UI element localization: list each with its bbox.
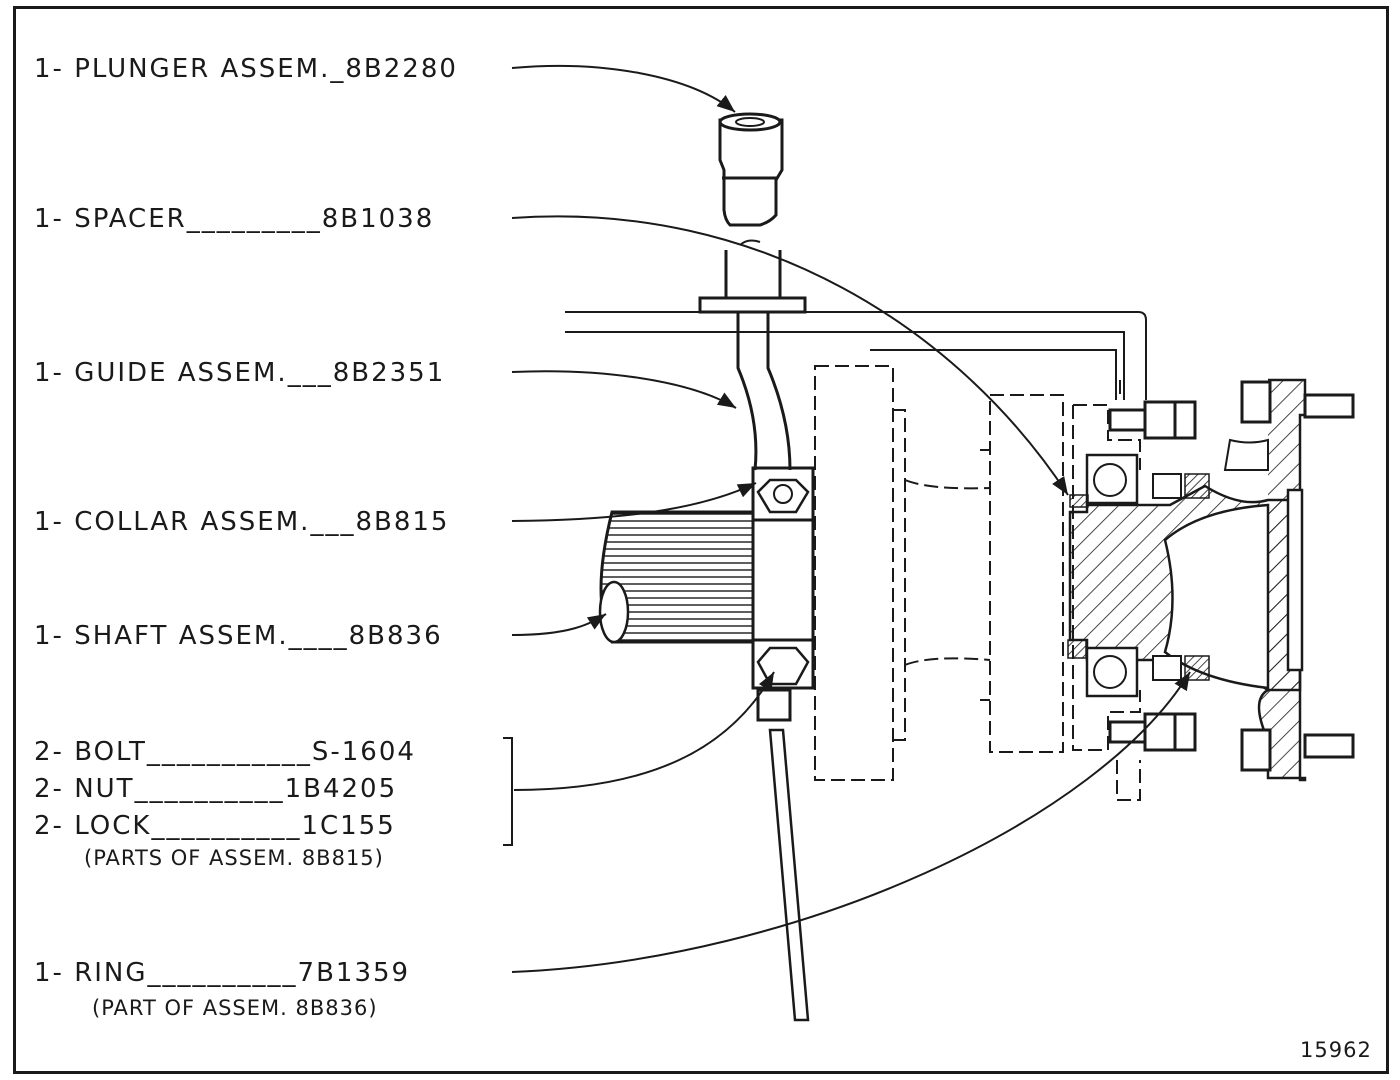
callout-qty: 1 — [34, 204, 53, 234]
hub-section — [1068, 378, 1307, 782]
callout-part: 8B2351 — [333, 358, 446, 388]
assembly-drawing — [565, 112, 1355, 1022]
callout-name: RING — [74, 958, 147, 988]
leader-lines — [511, 64, 1191, 973]
svg-text:2- NUT__________1B4205: 2- NUT__________1B4205 — [34, 774, 397, 804]
callout-qty: 1 — [34, 621, 53, 651]
ring-note: (PART OF ASSEM. 8B836) — [92, 996, 378, 1020]
drawing-frame — [13, 6, 1389, 1074]
svg-text:1- GUIDE ASSEM.___8B2351: 1- GUIDE ASSEM.___8B2351 — [34, 358, 445, 388]
callout-part: 7B1359 — [298, 958, 411, 988]
leader-guide — [511, 370, 737, 409]
callout-lock: 2- LOCK__________1C155 — [34, 811, 396, 841]
callout-part: 8B815 — [355, 507, 449, 537]
svg-text:1- PLUNGER ASSEM._8B2280: 1- PLUNGER ASSEM._8B2280 — [34, 54, 458, 84]
callout-shaft: 1- SHAFT ASSEM.____8B836 — [34, 621, 443, 651]
svg-text:1- RING__________7B1359: 1- RING__________7B1359 — [34, 958, 410, 988]
leader-spacer — [511, 215, 1069, 496]
shaft — [598, 510, 762, 644]
callout-qty: 2 — [34, 774, 53, 804]
callout-collar: 1- COLLAR ASSEM.___8B815 — [34, 507, 449, 537]
callout-plunger: 1- PLUNGER ASSEM._8B2280 — [34, 54, 458, 84]
callout-ring: 1- RING__________7B1359 — [34, 958, 410, 988]
callout-name: BOLT — [74, 737, 147, 767]
leader-collar — [511, 482, 757, 522]
callout-name: COLLAR ASSEM. — [74, 507, 310, 537]
callout-qty: 1 — [34, 507, 53, 537]
callout-qty: 1 — [34, 54, 53, 84]
callout-part: 8B2280 — [345, 54, 458, 84]
callout-name: PLUNGER ASSEM. — [74, 54, 330, 84]
callout-part: 1C155 — [301, 811, 395, 841]
callout-part: 8B836 — [349, 621, 443, 651]
flange-bolts — [1108, 380, 1355, 772]
leader-plunger — [511, 64, 736, 113]
svg-text:1- SPACER_________8B1038: 1- SPACER_________8B1038 — [34, 204, 434, 234]
svg-text:2- BOLT___________S-1604: 2- BOLT___________S-1604 — [34, 737, 416, 767]
callout-guide: 1- GUIDE ASSEM.___8B2351 — [34, 358, 445, 388]
collar — [751, 466, 815, 690]
plunger — [718, 112, 784, 227]
svg-text:1- COLLAR ASSEM.___8B815: 1- COLLAR ASSEM.___8B815 — [34, 507, 449, 537]
callout-spacer: 1- SPACER_________8B1038 — [34, 204, 434, 234]
callout-part: 1B4205 — [285, 774, 398, 804]
lower-bearing — [1067, 639, 1210, 698]
callout-qty: 1 — [34, 958, 53, 988]
pulley — [814, 365, 1064, 781]
callout-part: S-1604 — [312, 737, 416, 767]
svg-text:1- SHAFT ASSEM.____8B836: 1- SHAFT ASSEM.____8B836 — [34, 621, 443, 651]
figure-number: 15962 — [1300, 1038, 1372, 1062]
callout-qty: 2 — [34, 811, 53, 841]
callout-name: LOCK — [74, 811, 151, 841]
lower-fitting — [756, 688, 810, 1022]
group-bracket — [503, 737, 513, 846]
leader-shaft — [511, 613, 607, 636]
callout-qty: 1 — [34, 358, 53, 388]
bolt-group-note: (PARTS OF ASSEM. 8B815) — [84, 846, 384, 870]
callout-name: SHAFT ASSEM. — [74, 621, 288, 651]
upper-bearing — [1069, 453, 1210, 508]
leader-ring — [511, 671, 1191, 973]
callout-name: NUT — [74, 774, 134, 804]
callout-nut: 2- NUT__________1B4205 — [34, 774, 397, 804]
callout-name: SPACER — [74, 204, 187, 234]
callout-bolt: 2- BOLT___________S-1604 — [34, 737, 416, 767]
svg-text:2- LOCK__________1C155: 2- LOCK__________1C155 — [34, 811, 396, 841]
callout-name: GUIDE ASSEM. — [74, 358, 287, 388]
leader-bolt-group — [513, 671, 775, 791]
callout-part: 8B1038 — [322, 204, 435, 234]
guide-tube — [698, 239, 807, 471]
bearing-housing — [1072, 380, 1141, 801]
callout-qty: 2 — [34, 737, 53, 767]
